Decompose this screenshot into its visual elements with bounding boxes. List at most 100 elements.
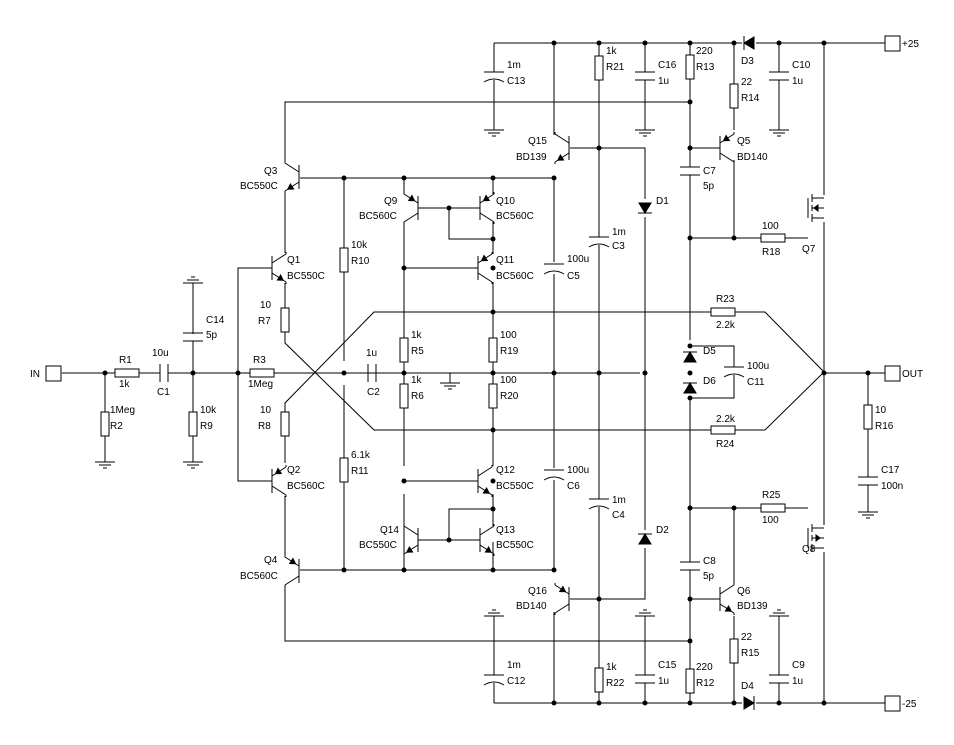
diode-d3 bbox=[743, 36, 755, 50]
diode-d6 bbox=[683, 382, 697, 394]
transistor-q4 bbox=[284, 555, 300, 587]
resistor-r11 bbox=[339, 457, 349, 483]
junction-dot bbox=[776, 40, 782, 46]
label-q4-ref: Q4 bbox=[264, 555, 278, 566]
label-r7-value: 10 bbox=[260, 300, 272, 311]
label-r9-ref: R9 bbox=[200, 421, 213, 432]
label-r13-value: 220 bbox=[696, 46, 713, 57]
junction-dot bbox=[341, 567, 347, 573]
label-r24-value: 2.2k bbox=[716, 414, 736, 425]
label-q2-part: BC560C bbox=[287, 481, 325, 492]
label-r16-ref: R16 bbox=[875, 421, 894, 432]
label-c8-ref: C8 bbox=[703, 556, 716, 567]
resistor-r15 bbox=[729, 638, 739, 664]
junction-dot bbox=[821, 40, 827, 46]
label-c11-ref: C11 bbox=[747, 377, 765, 388]
junction-dot bbox=[642, 370, 648, 376]
transistor-q7 bbox=[807, 194, 824, 222]
label-r21-ref: R21 bbox=[606, 62, 625, 73]
junction-dot bbox=[490, 478, 496, 484]
label-c2-ref: C2 bbox=[367, 387, 380, 398]
capacitor-c3 bbox=[588, 236, 610, 248]
label-c14-value: 5p bbox=[206, 330, 218, 341]
label-q12-part: BC550C bbox=[496, 481, 534, 492]
junction-dot bbox=[687, 638, 693, 644]
resistor-r7 bbox=[280, 307, 290, 333]
label-r21-value: 1k bbox=[606, 46, 618, 57]
label-d2-ref: D2 bbox=[656, 525, 669, 536]
label-q10-ref: Q10 bbox=[496, 196, 515, 207]
label-r3-ref: R3 bbox=[253, 355, 266, 366]
label-r22-ref: R22 bbox=[606, 678, 625, 689]
junction-dot bbox=[596, 40, 602, 46]
label-c12-ref: C12 bbox=[507, 676, 526, 687]
resistor-r12 bbox=[685, 668, 695, 694]
label-r1-value: 1k bbox=[119, 379, 131, 390]
resistor-r21 bbox=[594, 55, 604, 81]
junction-dot bbox=[821, 370, 827, 376]
junction-dot bbox=[490, 309, 496, 315]
resistor-r8 bbox=[280, 411, 290, 437]
label-c12-value: 1m bbox=[507, 660, 521, 671]
capacitor-c16 bbox=[635, 71, 655, 81]
label-q13-part: BC550C bbox=[496, 540, 534, 551]
junction-dot bbox=[446, 205, 452, 211]
label-c16-ref: C16 bbox=[658, 60, 677, 71]
junctions bbox=[102, 40, 871, 706]
label-c16-value: 1u bbox=[658, 76, 669, 87]
label-r23-ref: R23 bbox=[716, 294, 735, 305]
junction-dot bbox=[551, 175, 557, 181]
junction-dot bbox=[341, 175, 347, 181]
transistor-q8 bbox=[807, 524, 824, 552]
label-c14-ref: C14 bbox=[206, 315, 225, 326]
capacitor-c5 bbox=[543, 263, 565, 275]
label-q4-part: BC560C bbox=[240, 571, 278, 582]
capacitor-c11 bbox=[723, 366, 745, 378]
label-r15-ref: R15 bbox=[741, 648, 760, 659]
label-r19-value: 100 bbox=[500, 330, 517, 341]
junction-dot bbox=[490, 370, 496, 376]
resistor-r1 bbox=[114, 368, 140, 378]
junction-dot bbox=[687, 145, 693, 151]
label-c17-value: 100n bbox=[881, 481, 903, 492]
label-q5-ref: Q5 bbox=[737, 136, 751, 147]
label-r11-value: 6.1k bbox=[351, 450, 371, 461]
capacitor-c15 bbox=[635, 674, 655, 684]
junction-dot bbox=[687, 596, 693, 602]
wires bbox=[62, 42, 885, 704]
transistor-q14 bbox=[403, 524, 419, 556]
label-r18-value: 100 bbox=[762, 221, 779, 232]
junction-dot bbox=[596, 700, 602, 706]
junction-dot bbox=[490, 236, 496, 242]
label-c10-value: 1u bbox=[792, 76, 803, 87]
label-q8-ref: Q8 bbox=[802, 544, 816, 555]
svg-text:+25: +25 bbox=[902, 39, 919, 50]
label-q2-ref: Q2 bbox=[287, 465, 301, 476]
transistor-q13 bbox=[479, 524, 495, 556]
label-q6-ref: Q6 bbox=[737, 586, 751, 597]
capacitor-c6 bbox=[543, 469, 565, 481]
label-r20-value: 100 bbox=[500, 375, 517, 386]
label-c2-value: 1u bbox=[366, 348, 377, 359]
capacitors bbox=[159, 71, 878, 686]
diode-d1 bbox=[638, 202, 652, 214]
label-r10-ref: R10 bbox=[351, 256, 370, 267]
label-r19-ref: R19 bbox=[500, 346, 519, 357]
resistor-r16 bbox=[863, 404, 873, 430]
label-r8-value: 10 bbox=[260, 405, 272, 416]
junction-dot bbox=[687, 700, 693, 706]
label-q12-ref: Q12 bbox=[496, 465, 515, 476]
junction-dot bbox=[401, 478, 407, 484]
label-c13-ref: C13 bbox=[507, 76, 526, 87]
diodes bbox=[638, 36, 755, 710]
label-q3-ref: Q3 bbox=[264, 166, 278, 177]
resistor-r25 bbox=[760, 503, 786, 513]
junction-dot bbox=[776, 700, 782, 706]
junction-dot bbox=[731, 40, 737, 46]
resistor-r3 bbox=[249, 368, 275, 378]
resistor-r13 bbox=[685, 54, 695, 80]
junction-dot bbox=[341, 370, 347, 376]
svg-text:-25: -25 bbox=[902, 699, 917, 710]
transistor-q2 bbox=[271, 465, 287, 497]
transistor-q3 bbox=[284, 161, 300, 193]
